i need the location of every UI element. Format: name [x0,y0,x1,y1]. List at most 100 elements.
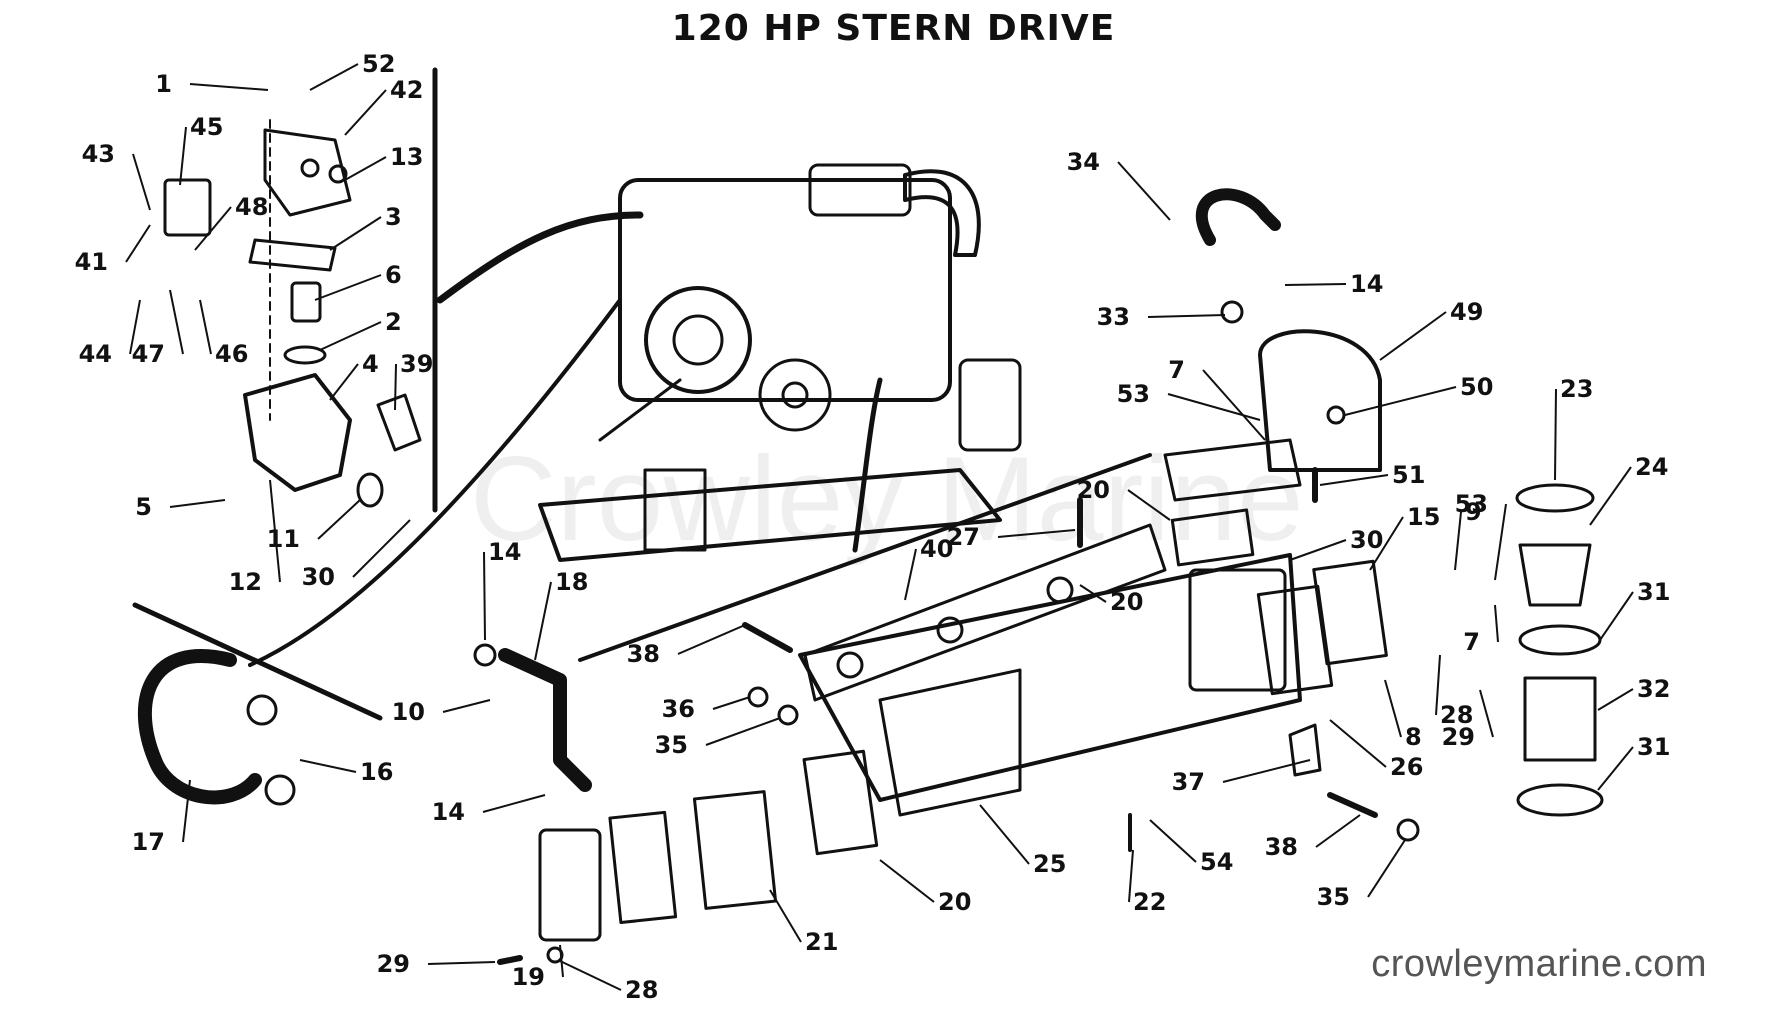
gasket-15 [1312,559,1388,666]
fitting-11 [356,472,384,508]
leader-line [1554,388,1557,481]
leader-line [483,551,486,641]
callout-number: 7 [1463,628,1480,656]
leader-line [1315,814,1361,848]
callout-number: 21 [805,928,838,956]
gasket-20 [802,749,879,856]
callout-number: 38 [627,640,660,668]
leader-line [1117,161,1171,221]
gasket-20 [1170,508,1255,567]
hose-17 [137,649,262,805]
leader-line [314,274,382,301]
leader-line [1329,719,1387,768]
callout-number: 35 [1317,883,1350,911]
gasket [248,238,337,272]
callout-number: 27 [947,523,980,551]
leader-line [344,156,387,181]
stud-38 [742,622,793,653]
wiring-harness [436,211,644,304]
leader-line [1284,283,1347,286]
callout-number: 51 [1392,461,1425,489]
leader-line [182,779,191,843]
callout-number: 46 [215,340,248,368]
callout-number: 43 [82,140,115,168]
divider-line [578,453,1152,662]
leader-line [904,548,917,601]
callout-number: 31 [1637,733,1670,761]
callout-number: 14 [1350,270,1383,298]
callout-number: 1 [155,70,172,98]
leader-line [1384,679,1402,738]
leader-line [169,499,226,508]
callout-number: 11 [267,525,300,553]
leader-line [1369,516,1404,571]
leader-line [189,83,269,91]
callout-number: 47 [132,340,165,368]
leader-line [557,959,622,991]
washer-36 [747,686,769,708]
leader-line [194,206,232,251]
stud-38 [1327,792,1378,818]
exhaust-manifold [798,523,1302,817]
leader-line [1599,591,1634,641]
callout-number: 42 [390,76,423,104]
leader-line [879,859,935,903]
leader-line [394,363,397,411]
leader-line [1319,474,1389,486]
manifold-gasket-40 [803,523,1167,702]
tube-32 [1523,676,1597,762]
callout-number: 30 [302,563,335,591]
elbow-flange [1163,438,1302,502]
thermostat-housing-group [163,119,422,508]
leader-line [1379,311,1447,361]
clamp-31 [1516,783,1604,817]
callout-number: 37 [1172,768,1205,796]
callout-number: 54 [1200,848,1233,876]
leader-line [269,479,281,583]
callout-number: 40 [920,535,953,563]
callout-number: 9 [1465,498,1482,526]
callout-number: 2 [385,308,402,336]
callout-number: 50 [1460,373,1493,401]
leader-line [352,519,411,578]
leader-line [1479,689,1494,738]
callout-number: 24 [1635,453,1668,481]
leader-line [319,321,382,351]
wiring-harness [852,377,883,553]
callout-number: 38 [1265,833,1298,861]
hose-34 [1196,188,1281,246]
engine-assembly [538,163,1022,562]
adaptor-24 [1518,543,1592,607]
gasket-20 [608,810,678,925]
plug-50 [1326,405,1346,425]
washer-28 [546,946,564,964]
callout-number: 28 [625,976,658,1004]
leader-line [427,961,496,965]
leader-line [1147,314,1226,318]
bolt-33 [1220,300,1244,324]
water-outlet-cover [263,128,352,217]
gasket-21 [692,790,778,910]
callout-number: 14 [488,538,521,566]
leader-line [299,759,357,773]
clamp-16 [264,774,296,806]
leader-line [1289,539,1347,561]
callout-number: 36 [662,695,695,723]
callout-number: 19 [512,963,545,991]
leader-line [1149,819,1197,863]
callout-number: 28 [1440,701,1473,729]
callout-number: 18 [555,568,588,596]
callout-number: 16 [360,758,393,786]
leader-line [199,299,212,355]
mounting-bracket [163,178,212,237]
clamp-14 [473,643,497,667]
thermostat [290,281,322,323]
leader-line [534,581,552,661]
callout-number: 41 [75,248,108,276]
callout-number: 29 [1442,723,1475,751]
leader-line [769,889,802,943]
callout-number: 33 [1097,303,1130,331]
nut-35 [777,704,799,726]
callout-number: 25 [1033,850,1066,878]
callout-number: 32 [1637,675,1670,703]
